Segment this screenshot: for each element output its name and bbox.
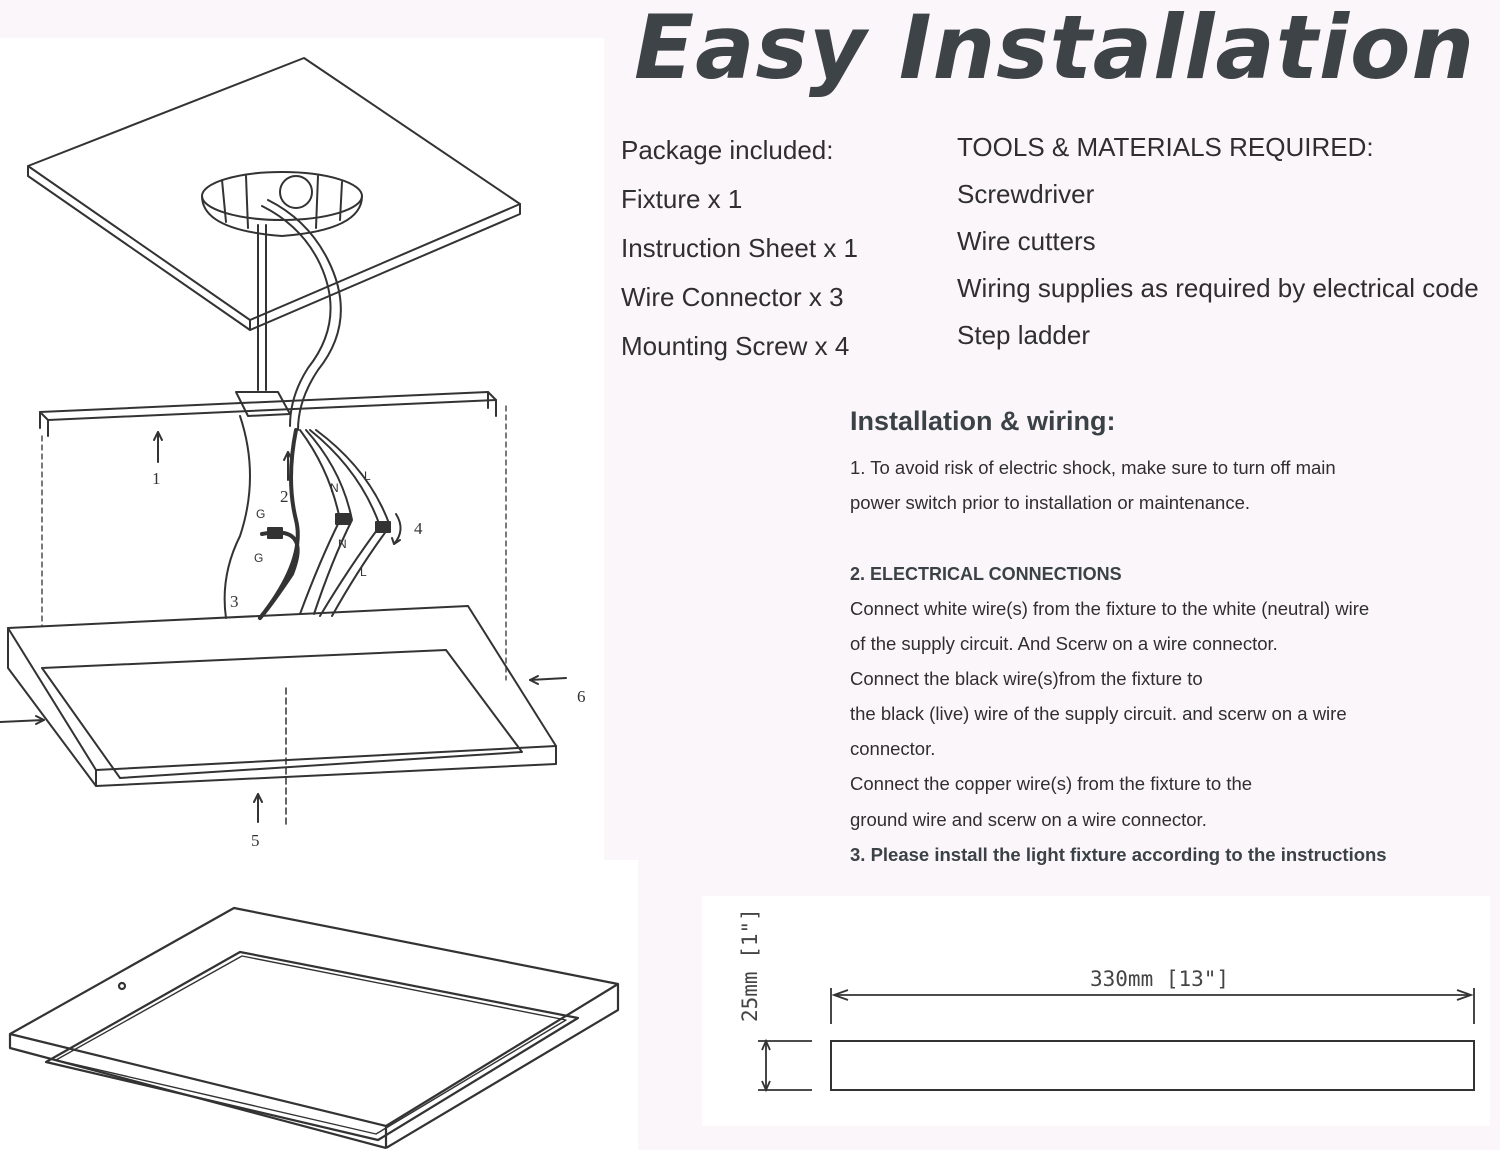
step-label: 2	[280, 487, 289, 506]
width-dimension-label: 330mm [13"]	[1090, 967, 1229, 991]
instruction-section-heading: 3. Please install the light fixture acco…	[850, 844, 1387, 865]
tools-item: Step ladder	[957, 320, 1090, 350]
wire-label-neutral: N	[338, 537, 347, 551]
neutral-wire	[299, 429, 341, 615]
wire-label-ground: G	[254, 551, 263, 565]
tools-item: Wire cutters	[957, 226, 1096, 256]
wire-label-neutral: N	[330, 481, 339, 495]
junction-box	[201, 171, 363, 237]
step-label: 3	[230, 592, 239, 611]
fixture-perspective-view	[8, 906, 620, 1150]
tools-item: Screwdriver	[957, 179, 1095, 209]
package-item: Wire Connector x 3	[621, 282, 844, 312]
supply-cable	[267, 199, 342, 431]
wire-label-live: L	[364, 469, 371, 483]
step-label: 6	[577, 687, 586, 706]
instruction-line: Connect the copper wire(s) from the fixt…	[850, 773, 1253, 794]
instruction-section-heading: 2. ELECTRICAL CONNECTIONS	[850, 564, 1122, 584]
instruction-line: ground wire and scerw on a wire connecto…	[850, 809, 1207, 830]
package-list: Package included: Fixture x 1 Instructio…	[621, 130, 858, 375]
height-dimension-label: 25mm [1"]	[738, 908, 762, 1022]
instruction-line: the black (live) wire of the supply circ…	[850, 703, 1347, 724]
exploded-diagram-panel	[0, 38, 604, 860]
step-label: 4	[414, 519, 423, 538]
ceiling-plate	[27, 57, 521, 331]
step-label: 1	[152, 469, 161, 488]
tools-list: TOOLS & MATERIALS REQUIRED: Screwdriver …	[957, 128, 1479, 363]
wire-label-ground: G	[256, 507, 265, 521]
tools-item: Wiring supplies as required by electrica…	[957, 273, 1479, 303]
page-title: Easy Installation	[634, 0, 1476, 99]
fixture-view-panel	[0, 860, 638, 1150]
instruction-line: of the supply circuit. And Scerw on a wi…	[850, 633, 1278, 654]
installation-heading: Installation & wiring:	[850, 406, 1116, 436]
package-item: Instruction Sheet x 1	[621, 233, 859, 263]
package-item: Mounting Screw x 4	[621, 331, 850, 361]
instruction-line: 1. To avoid risk of electric shock, make…	[850, 457, 1336, 478]
step-label: 5	[251, 831, 260, 850]
mounting-bracket	[39, 391, 497, 437]
instruction-line: Connect white wire(s) from the fixture t…	[850, 598, 1370, 619]
dimension-drawing	[758, 988, 1475, 1093]
tools-heading: TOOLS & MATERIALS REQUIRED:	[957, 132, 1374, 162]
package-heading: Package included:	[621, 135, 834, 165]
wire-label-live: L	[360, 565, 367, 579]
instruction-line: connector.	[850, 738, 936, 759]
instruction-line: Connect the black wire(s)from the fixtur…	[850, 668, 1203, 689]
fixture-panel	[7, 605, 557, 787]
dimension-panel	[702, 896, 1490, 1126]
instruction-line: power switch prior to installation or ma…	[850, 492, 1250, 513]
package-item: Fixture x 1	[621, 184, 743, 214]
